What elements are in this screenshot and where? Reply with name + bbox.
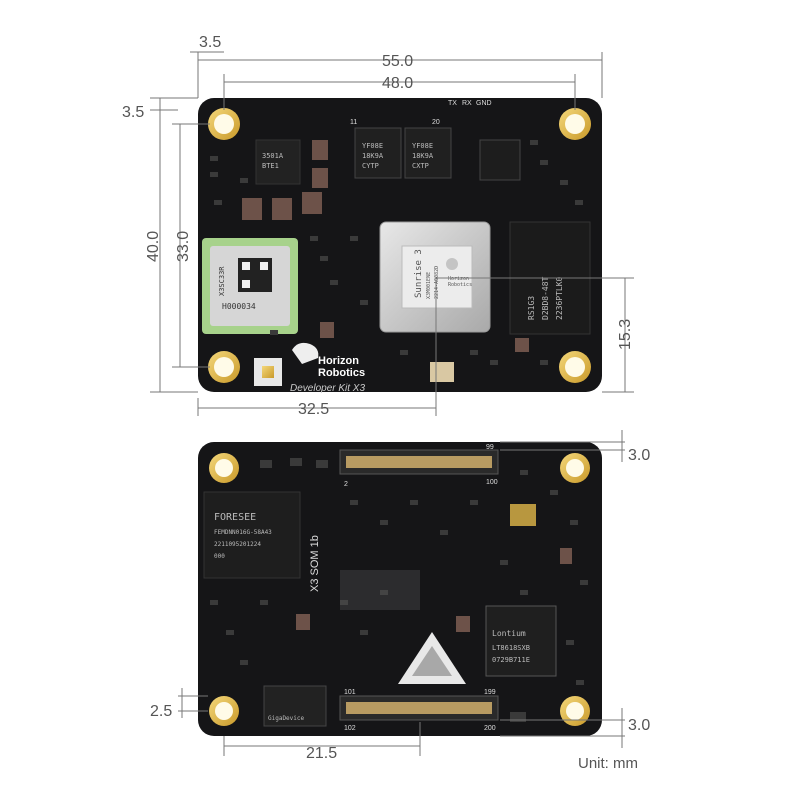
dim-hole-offset-x: 3.5 — [199, 34, 221, 51]
chip-b: YF08E 18K9A CYTP — [354, 127, 402, 179]
pin-label-99: 99 — [486, 444, 494, 451]
svg-text:D2BD8-48T: D2BD8-48T — [541, 276, 550, 320]
dim-soc-center-y: 15.3 — [617, 319, 634, 350]
svg-text:3501A: 3501A — [262, 152, 284, 160]
svg-text:GigaDevice: GigaDevice — [268, 715, 305, 722]
horizon-robotics-logo: Horizon Robotics — [292, 342, 365, 379]
header-label-gnd: GND — [476, 100, 492, 107]
svg-text:X3M001ENE: X3M001ENE — [426, 272, 432, 299]
horizon-logo-icon — [446, 258, 458, 270]
flash-chip: FORESEE FEMDNN016G-58A43 2211095201224 0… — [203, 491, 301, 579]
mount-hole-bottom-bl — [209, 696, 239, 726]
svg-text:FEMDNN016G-58A43: FEMDNN016G-58A43 — [214, 529, 272, 536]
pin-label-102: 102 — [344, 725, 356, 732]
header-label-tx: TX — [448, 100, 457, 107]
svg-text:H000034: H000034 — [222, 302, 256, 311]
svg-text:2214-A0082D: 2214-A0082D — [434, 266, 440, 299]
svg-text:YF08E: YF08E — [362, 142, 383, 150]
pin-label-100: 100 — [486, 479, 498, 486]
kit-label: Developer Kit X3 — [290, 383, 365, 394]
soc-chip: Horizon Robotics Sunrise 3 X3M001ENE 221… — [379, 221, 491, 333]
wifi-module: X3SC33R H000034 — [202, 238, 298, 334]
header-pin-11: 11 — [350, 119, 357, 126]
nor-flash-chip: GigaDevice — [263, 685, 327, 727]
dim-connector-offset-top: 3.0 — [628, 447, 650, 464]
svg-text:2211095201224: 2211095201224 — [214, 541, 261, 548]
svg-text:000: 000 — [214, 553, 225, 560]
connector-bottom — [339, 695, 499, 721]
svg-text:Sunrise 3: Sunrise 3 — [414, 249, 424, 298]
svg-text:LT8618SXB: LT8618SXB — [492, 644, 530, 652]
hdmi-bridge-chip: Lontium LT8618SXB 0729B711E — [485, 605, 557, 677]
svg-text:CYTP: CYTP — [362, 162, 379, 170]
svg-text:Horizon: Horizon — [448, 276, 469, 282]
chip-c: YF08E 18K9A CXTP — [404, 127, 452, 179]
dim-hole-offset-left: 2.5 — [150, 703, 172, 720]
dim-soc-center-x: 32.5 — [298, 401, 329, 418]
mount-hole-bottom-tl — [209, 453, 239, 483]
header-pin-20: 20 — [432, 119, 440, 126]
som-label: X3 SOM 1b — [309, 535, 321, 592]
pin-label-2: 2 — [344, 481, 348, 488]
mount-hole-bl — [208, 351, 240, 383]
header-label-rx: RX — [462, 100, 472, 107]
pin-label-200: 200 — [484, 725, 496, 732]
mount-hole-br — [559, 351, 591, 383]
svg-text:YF08E: YF08E — [412, 142, 433, 150]
svg-text:Robotics: Robotics — [448, 282, 472, 288]
bottom-board: 2 99 100 101 102 199 200 FORESEE FEMDNN0… — [198, 442, 602, 736]
svg-text:18K9A: 18K9A — [412, 152, 434, 160]
mount-hole-tl — [208, 108, 240, 140]
dim-hole-spacing-x: 48.0 — [382, 75, 413, 92]
dim-total-height: 40.0 — [145, 231, 162, 262]
connector-top — [339, 449, 499, 475]
svg-text:FORESEE: FORESEE — [214, 512, 256, 523]
antenna-connector — [254, 358, 282, 386]
svg-text:Horizon: Horizon — [318, 355, 359, 367]
svg-text:18K9A: 18K9A — [362, 152, 384, 160]
top-board: 3501A BTE1 YF08E 18K9A CYTP YF08E 18K9A … — [198, 98, 602, 394]
pin-label-101: 101 — [344, 689, 356, 696]
dim-total-width: 55.0 — [382, 53, 413, 70]
dimension-lines — [150, 51, 634, 756]
svg-text:0729B711E: 0729B711E — [492, 656, 530, 664]
svg-text:2236PTLK0: 2236PTLK0 — [555, 276, 564, 320]
dim-hole-offset-y: 3.5 — [122, 104, 144, 121]
mount-hole-bottom-br — [560, 696, 590, 726]
dim-connector-distance: 21.5 — [306, 745, 337, 762]
crystal — [430, 362, 454, 382]
svg-text:Robotics: Robotics — [318, 367, 365, 379]
chip-a: 3501A BTE1 — [255, 139, 301, 185]
mount-hole-bottom-tr — [560, 453, 590, 483]
test-pad — [510, 504, 536, 526]
svg-text:BTE1: BTE1 — [262, 162, 279, 170]
mount-hole-tr — [559, 108, 591, 140]
pmic-chip — [479, 139, 521, 181]
svg-text:RS1G3: RS1G3 — [527, 296, 536, 320]
dim-hole-spacing-y: 33.0 — [175, 231, 192, 262]
dim-connector-offset-bottom: 3.0 — [628, 717, 650, 734]
unit-label: Unit: mm — [578, 755, 638, 772]
inductors — [242, 140, 529, 352]
svg-text:Lontium: Lontium — [492, 629, 526, 638]
pin-label-199: 199 — [484, 689, 496, 696]
svg-text:CXTP: CXTP — [412, 162, 429, 170]
svg-text:X3SC33R: X3SC33R — [218, 266, 226, 296]
